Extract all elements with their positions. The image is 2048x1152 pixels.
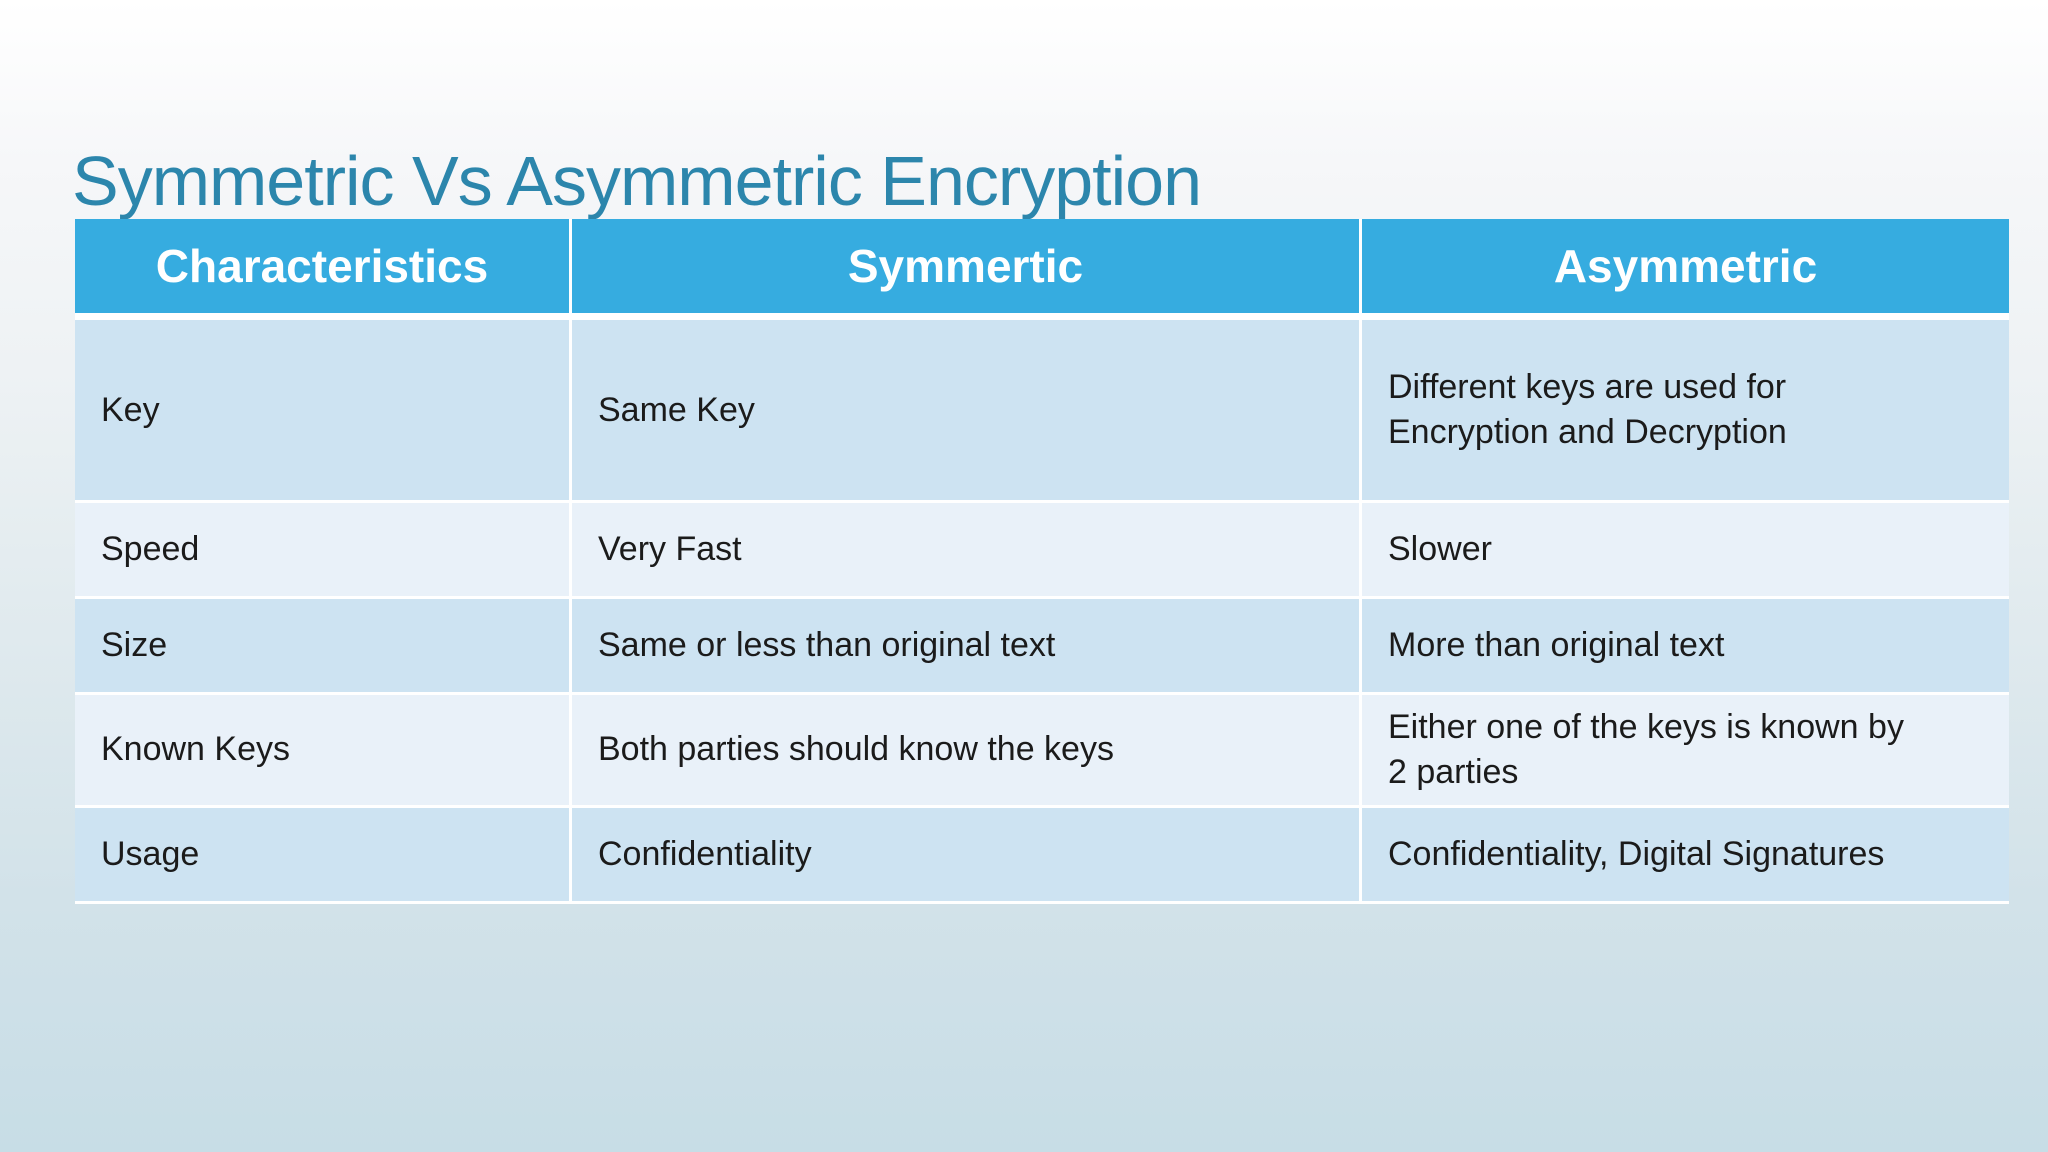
cell-speed-characteristic: Speed bbox=[75, 503, 572, 599]
cell-key-asymmetric: Different keys are used for Encryption a… bbox=[1362, 320, 2009, 503]
cell-usage-asymmetric: Confidentiality, Digital Signatures bbox=[1362, 807, 2009, 904]
table-row-key: Key Same Key Different keys are used for… bbox=[75, 320, 2009, 503]
cell-usage-characteristic: Usage bbox=[75, 807, 572, 904]
cell-known-keys-characteristic: Known Keys bbox=[75, 695, 572, 808]
cell-speed-asymmetric: Slower bbox=[1362, 503, 2009, 599]
column-header-asymmetric: Asymmetric bbox=[1362, 219, 2009, 320]
cell-key-symmetric: Same Key bbox=[572, 320, 1362, 503]
cell-usage-symmetric: Confidentiality bbox=[572, 807, 1362, 904]
column-header-symmetric: Symmertic bbox=[572, 219, 1362, 320]
table-row-usage: Usage Confidentiality Confidentiality, D… bbox=[75, 807, 2009, 904]
cell-speed-symmetric: Very Fast bbox=[572, 503, 1362, 599]
cell-size-characteristic: Size bbox=[75, 599, 572, 695]
comparison-table: Characteristics Symmertic Asymmetric Key… bbox=[75, 219, 2009, 904]
cell-size-symmetric: Same or less than original text bbox=[572, 599, 1362, 695]
cell-size-asymmetric: More than original text bbox=[1362, 599, 2009, 695]
table-row-speed: Speed Very Fast Slower bbox=[75, 503, 2009, 599]
cell-known-keys-symmetric: Both parties should know the keys bbox=[572, 695, 1362, 808]
table-header-row: Characteristics Symmertic Asymmetric bbox=[75, 219, 2009, 320]
table-row-size: Size Same or less than original text Mor… bbox=[75, 599, 2009, 695]
column-header-characteristics: Characteristics bbox=[75, 219, 572, 320]
page-title: Symmetric Vs Asymmetric Encryption bbox=[72, 141, 1202, 220]
table-row-known-keys: Known Keys Both parties should know the … bbox=[75, 695, 2009, 808]
cell-key-characteristic: Key bbox=[75, 320, 572, 503]
cell-known-keys-asymmetric: Either one of the keys is known by 2 par… bbox=[1362, 695, 2009, 808]
